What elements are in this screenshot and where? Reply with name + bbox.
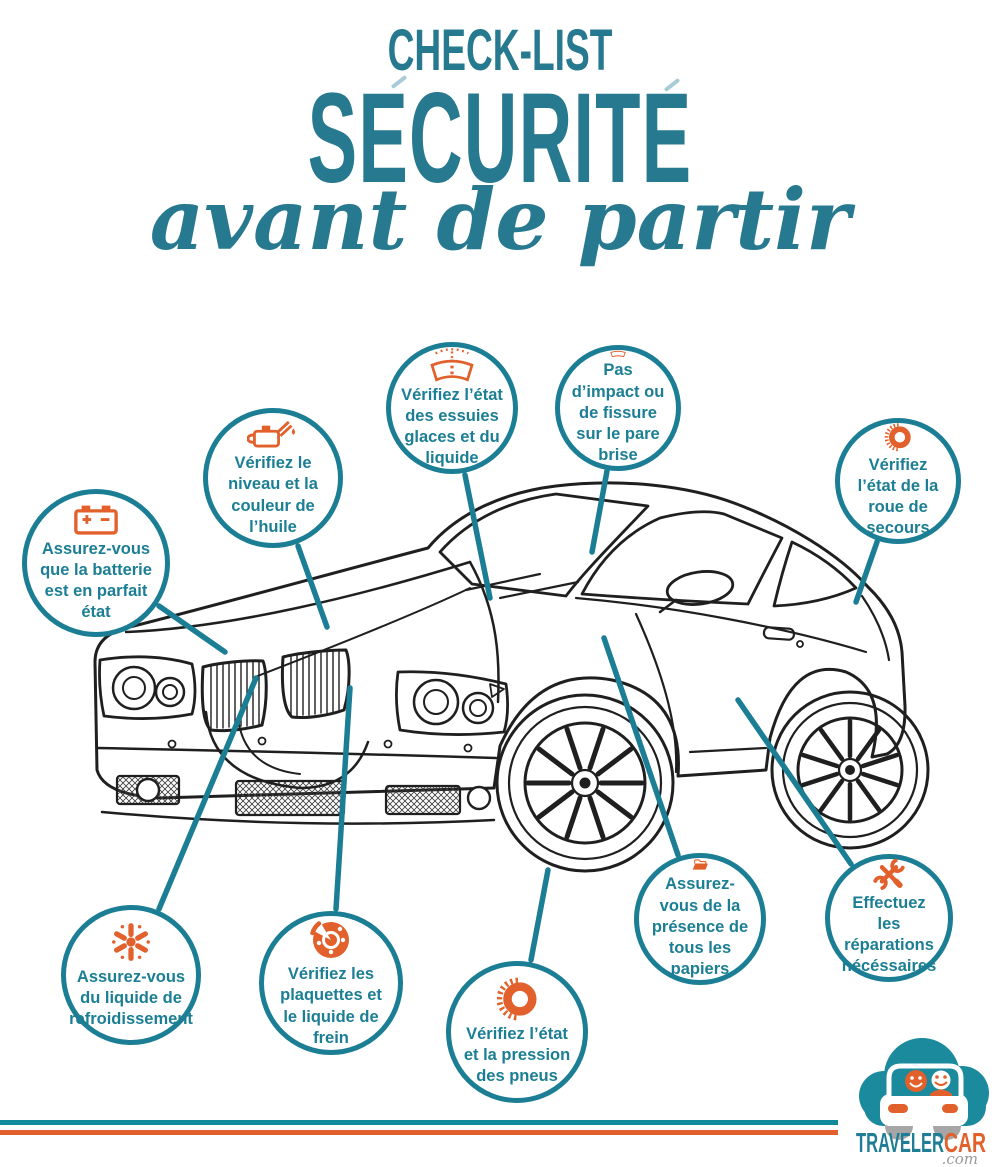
header-subtitle: avant de partir [149,170,851,269]
callout-text: Vérifiez l’état et la pression des pneus [463,1024,571,1086]
callout-text: Assurez-vous de la présence de tous les … [651,875,749,978]
callout-windshield: Pas d’impact ou de fissure sur le pare b… [555,345,681,471]
page-title: SECURITE [307,67,693,210]
callout-brakes: Vérifiez les plaquettes et le liquide de… [259,911,403,1055]
callout-papers: Assurez-vous de la présence de tous les … [634,853,766,985]
callout-spare-wheel: Vérifiez l’état de la roue de secours [835,418,961,544]
footer-stripe-orange [0,1130,838,1135]
callout-tires: Vérifiez l’état et la pression des pneus [446,961,588,1103]
tire-icon [884,423,911,452]
callout-repairs: Effectuez les réparations nécéssaires [825,854,953,982]
car-body [93,481,930,873]
wiper-icon [430,348,474,382]
battery-icon [74,505,118,535]
tire-icon [497,977,537,1021]
footer-stripe-teal [0,1120,838,1125]
callout-text: Assurez-vous que la batterie est en parf… [40,539,152,622]
callout-text: Vérifiez l’état des essuies glaces et du… [401,385,503,467]
windshield-icon [610,350,626,358]
tools-icon [873,859,905,890]
callout-text: Vérifiez le niveau et la couleur de l’hu… [228,454,318,536]
callout-battery: Assurez-vous que la batterie est en parf… [22,489,170,637]
callout-wipers: Vérifiez l’état des essuies glaces et du… [386,342,518,474]
oil-can-icon [247,421,296,448]
callout-coolant: Assurez-vous du liquide de refroidisseme… [61,905,201,1045]
callout-text: Vérifiez les plaquettes et le liquide de… [280,965,382,1047]
callout-oil: Vérifiez le niveau et la couleur de l’hu… [203,408,343,548]
callout-text: Vérifiez l’état de la roue de secours [857,455,939,537]
folder-icon [692,859,708,870]
header-kicker: CHECK-LIST [387,18,613,83]
callout-text: Assurez-vous du liquide de refroidisseme… [69,967,193,1029]
leader-lines [156,468,880,963]
callout-text: Pas d’impact ou de fissure sur le pare b… [571,361,665,464]
callout-text: Effectuez les réparations nécéssaires [841,893,937,975]
brake-disc-icon [310,920,349,959]
snowflake-icon [112,922,150,961]
